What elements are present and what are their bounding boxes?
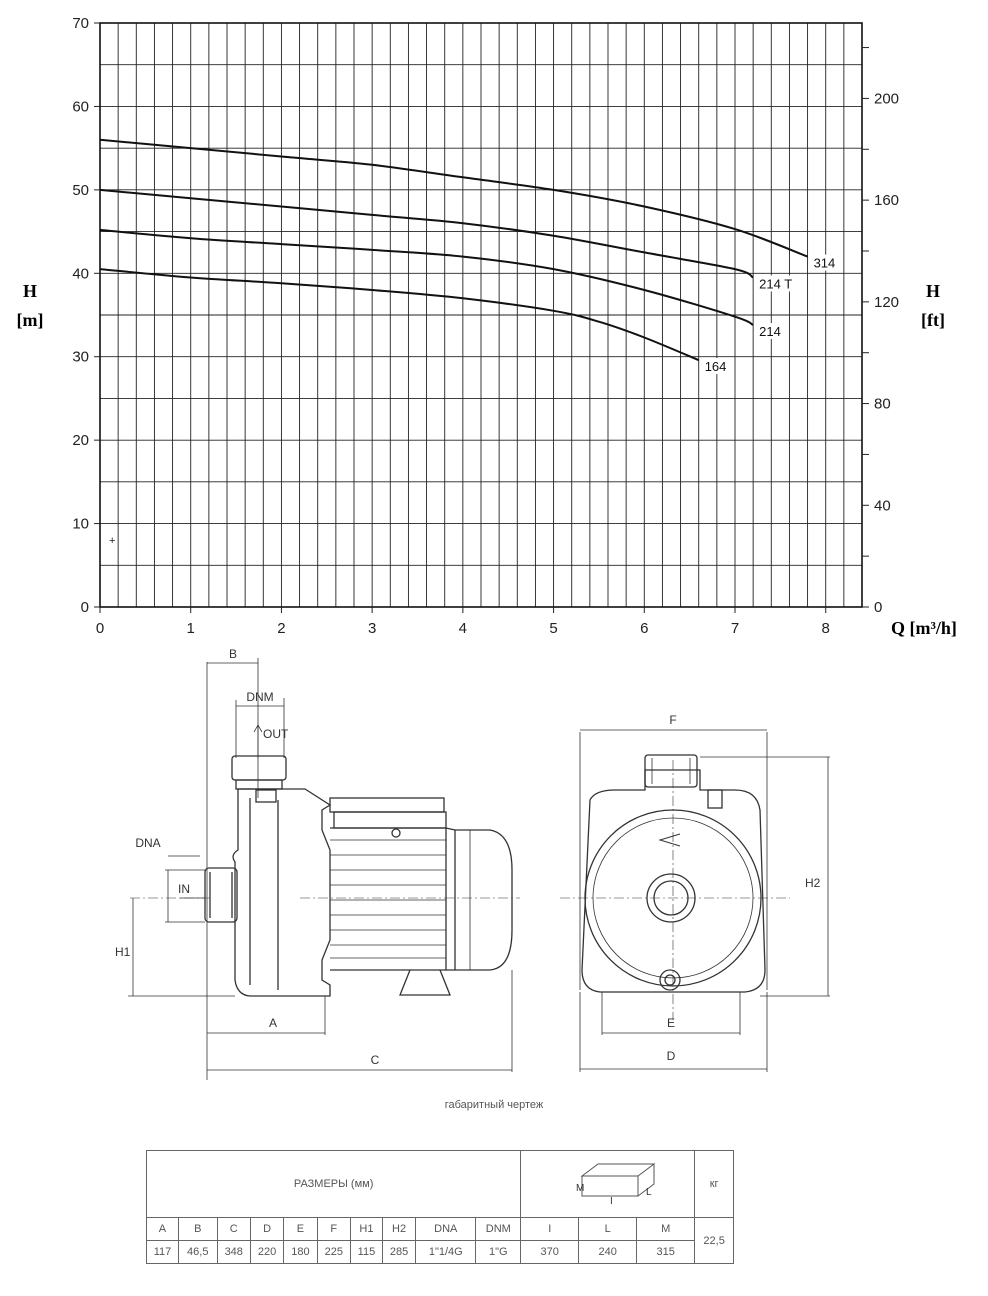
box-dimensions-icon: M L I: [576, 1163, 656, 1207]
left-axis-symbol: H: [23, 281, 37, 301]
pump-front-view: [560, 729, 830, 1072]
drawing-caption: габаритный чертеж: [444, 1099, 544, 1111]
x-tick-label: 5: [549, 620, 557, 637]
col-header: DNM: [475, 1217, 522, 1241]
col-header: H1: [349, 1217, 383, 1241]
label-h2: H2: [805, 876, 821, 890]
table-cell: 348: [216, 1240, 251, 1264]
pump-performance-chart: 0 10 20 30 40 50 60 70 0 40 80 120 160 200 0 1 2 3 4 5 6 7 8…: [17, 15, 957, 638]
label-dna: DNA: [135, 836, 160, 850]
label-e: E: [667, 1016, 675, 1030]
series-label-bg: [757, 323, 786, 340]
col-header: M: [636, 1217, 696, 1241]
x-tick-label: 6: [640, 620, 648, 637]
table-title: РАЗМЕРЫ (мм): [145, 1150, 522, 1218]
col-header: A: [146, 1217, 179, 1241]
left-axis-unit: [m]: [17, 310, 44, 330]
label-f: F: [669, 713, 676, 727]
table-cell: 46,5: [177, 1240, 218, 1264]
pump-side-view: [128, 658, 520, 1080]
series-label: 214: [759, 324, 781, 339]
svg-text:I: I: [610, 1196, 613, 1207]
left-tick-label: 50: [72, 182, 89, 199]
right-tick-label: 200: [874, 90, 899, 107]
x-axis-ticks: 0 1 2 3 4 5 6 7 8: [96, 607, 830, 637]
x-tick-label: 2: [277, 620, 285, 637]
weight-value: 22,5: [694, 1217, 734, 1264]
label-h1: H1: [115, 945, 131, 959]
x-axis-label: Q [m³/h]: [891, 618, 957, 638]
label-dnm: DNM: [246, 690, 273, 704]
left-tick-label: 20: [72, 432, 89, 449]
table-cell: 370: [520, 1240, 580, 1264]
stray-plus-mark: +: [109, 535, 115, 547]
label-in: IN: [178, 882, 190, 896]
right-axis-unit: [ft]: [921, 310, 945, 330]
chart-grid: [99, 22, 863, 608]
plot-frame: [99, 22, 863, 608]
series-label: 164: [705, 359, 727, 374]
left-axis-ticks: 0 10 20 30 40 50 60 70: [72, 15, 100, 616]
x-tick-label: 8: [822, 620, 830, 637]
table-cell: 220: [249, 1240, 285, 1264]
right-tick-label: 120: [874, 294, 899, 311]
right-axis-symbol: H: [926, 281, 940, 301]
col-header: D: [249, 1217, 285, 1241]
series-label-bg: [702, 358, 731, 375]
left-tick-label: 60: [72, 98, 89, 115]
series-label-bg: [811, 254, 840, 271]
right-tick-label: 80: [874, 396, 891, 413]
col-header: B: [177, 1217, 218, 1241]
performance-curves: 314 214 T 214 164: [99, 138, 840, 375]
svg-text:L: L: [646, 1187, 652, 1198]
table-cell: 1"G: [475, 1240, 522, 1264]
right-axis-ticks: 0 40 80 120 160 200: [862, 47, 899, 616]
box-icon-cell: M L I: [520, 1150, 696, 1218]
left-tick-label: 10: [72, 516, 89, 533]
col-header: F: [316, 1217, 351, 1241]
curve-314: [99, 138, 808, 258]
table-cell: 180: [283, 1240, 318, 1264]
x-tick-label: 7: [731, 620, 739, 637]
label-out: OUT: [263, 727, 289, 741]
x-tick-label: 1: [187, 620, 195, 637]
label-c: C: [371, 1053, 380, 1067]
table-cell: 115: [349, 1240, 383, 1264]
left-tick-label: 40: [72, 265, 89, 282]
table-cell: 315: [636, 1240, 696, 1264]
x-tick-label: 3: [368, 620, 376, 637]
right-tick-label: 160: [874, 192, 899, 209]
left-tick-label: 70: [72, 15, 89, 32]
dimension-drawing: B DNM OUT DNA IN H1 A C F H2 E D: [115, 647, 830, 1080]
dimensions-table: РАЗМЕРЫ (мм) M L I кг A B C D E F H1 H2 …: [145, 1150, 734, 1264]
svg-text:M: M: [576, 1183, 584, 1194]
left-tick-label: 30: [72, 349, 89, 366]
right-tick-label: 0: [874, 599, 882, 616]
table-cell: 117: [146, 1240, 179, 1264]
weight-header: кг: [694, 1150, 734, 1218]
x-tick-label: 4: [459, 620, 467, 637]
curve-214-t: [99, 188, 754, 279]
curve-214: [99, 228, 754, 326]
col-header: E: [283, 1217, 318, 1241]
col-header: DNA: [415, 1217, 477, 1241]
col-header: I: [520, 1217, 580, 1241]
series-label: 214 T: [759, 276, 792, 291]
curve-164: [99, 268, 700, 362]
table-cell: 1"1/4G: [415, 1240, 477, 1264]
series-label-bg: [757, 275, 802, 292]
col-header: L: [578, 1217, 638, 1241]
x-tick-label: 0: [96, 620, 104, 637]
col-header: H2: [381, 1217, 417, 1241]
label-b: B: [229, 647, 237, 661]
table-cell: 285: [381, 1240, 417, 1264]
table-cell: 225: [316, 1240, 351, 1264]
label-d: D: [667, 1049, 676, 1063]
table-cell: 240: [578, 1240, 638, 1264]
series-label: 314: [814, 256, 836, 271]
label-a: A: [269, 1016, 277, 1030]
left-tick-label: 0: [81, 599, 89, 616]
col-header: C: [216, 1217, 251, 1241]
right-tick-label: 40: [874, 497, 891, 514]
